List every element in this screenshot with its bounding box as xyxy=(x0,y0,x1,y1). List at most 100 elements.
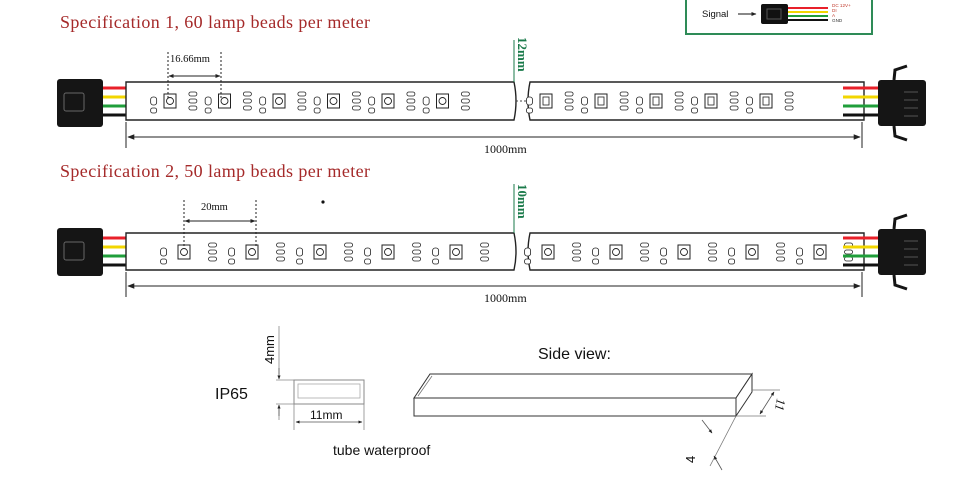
smd-resistor xyxy=(729,98,739,104)
smd-resistor xyxy=(242,105,252,111)
smd-capacitor xyxy=(526,96,533,106)
smd-capacitor xyxy=(368,96,376,106)
strip1-pitch-dimension: 16.66mm xyxy=(167,52,222,98)
led-lens xyxy=(652,96,660,106)
smd-capacitor xyxy=(592,247,599,257)
led-lens xyxy=(816,248,824,256)
smd-resistor xyxy=(564,98,574,104)
led-chip xyxy=(677,244,691,260)
strip1-led-pattern-left xyxy=(150,91,470,114)
smd-resistor xyxy=(460,98,470,104)
smd-capacitor xyxy=(691,96,698,106)
smd-capacitor xyxy=(204,107,212,114)
smd-resistor xyxy=(406,105,416,111)
led-chip xyxy=(163,93,177,109)
smd-resistor xyxy=(674,91,684,97)
smd-resistor xyxy=(460,91,470,97)
led-lens xyxy=(384,248,392,256)
smd-resistor xyxy=(406,91,416,97)
smd-resistor xyxy=(640,256,649,262)
strip2-width-label: 10mm xyxy=(515,184,530,219)
stray-dot xyxy=(321,200,325,204)
smd-resistor xyxy=(297,105,307,111)
smd-resistor xyxy=(729,91,739,97)
pin-label-1: DC 12V+ xyxy=(832,3,851,8)
smd-capacitor xyxy=(660,258,667,265)
led-chip xyxy=(436,93,449,109)
strip2-pitch-label: 20mm xyxy=(201,202,228,213)
smd-capacitor xyxy=(160,258,168,265)
led-chip xyxy=(313,244,327,260)
smd-resistor xyxy=(344,249,353,255)
smd-resistor xyxy=(844,256,853,262)
led-chip xyxy=(759,93,773,109)
led-lens xyxy=(180,248,188,256)
led-lens xyxy=(544,248,552,256)
smd-capacitor xyxy=(581,107,588,114)
smd-resistor xyxy=(640,249,649,255)
smd-resistor xyxy=(208,242,217,248)
smd-resistor xyxy=(729,105,739,111)
smd-capacitor xyxy=(432,247,440,257)
led-chip xyxy=(327,93,340,109)
ip-rating: IP65 xyxy=(215,386,248,403)
smd-resistor xyxy=(564,91,574,97)
smd-capacitor xyxy=(746,96,753,106)
smd-capacitor xyxy=(204,96,212,106)
smd-resistor xyxy=(344,256,353,262)
smd-resistor xyxy=(276,249,285,255)
smd-resistor xyxy=(619,105,629,111)
strip1-width-dimension: 12mm xyxy=(513,37,530,82)
smd-resistor xyxy=(351,105,361,111)
smd-capacitor xyxy=(150,96,158,106)
smd-capacitor xyxy=(796,258,803,265)
smd-resistor xyxy=(480,249,489,255)
smd-resistor xyxy=(674,98,684,104)
smd-capacitor xyxy=(422,107,430,114)
led-lens xyxy=(329,97,338,105)
side-view-diagram: Side view: 11 4 xyxy=(413,346,789,471)
smd-capacitor xyxy=(660,247,667,257)
side-view-thickness-label: 4 xyxy=(683,456,698,463)
side-view-title: Side view: xyxy=(538,346,611,363)
spec2-title: Specification 2, 50 lamp beads per meter xyxy=(60,161,371,181)
strip1-width-label: 12mm xyxy=(515,37,530,72)
strip2-right-connector xyxy=(843,213,926,291)
smd-resistor xyxy=(480,242,489,248)
strip2-left-connector xyxy=(57,228,128,276)
smd-resistor xyxy=(351,98,361,104)
smd-resistor xyxy=(784,98,794,104)
strip2-length-label: 1000mm xyxy=(484,291,527,305)
smd-capacitor xyxy=(296,258,304,265)
strip1-right-connector xyxy=(843,64,926,142)
smd-resistor xyxy=(276,242,285,248)
led-lens xyxy=(680,248,688,256)
smd-resistor xyxy=(776,256,785,262)
led-chip xyxy=(245,244,259,260)
cross-section-width-label: 11mm xyxy=(310,408,342,422)
smd-resistor xyxy=(784,91,794,97)
smd-capacitor xyxy=(728,247,735,257)
smd-resistor xyxy=(619,91,629,97)
smd-resistor xyxy=(640,242,649,248)
led-chip xyxy=(272,93,286,109)
led-lens xyxy=(762,96,770,106)
strip1-left-connector xyxy=(57,79,128,127)
smd-capacitor xyxy=(691,107,698,114)
smd-capacitor xyxy=(728,258,735,265)
pin-label-4: GND xyxy=(832,18,843,23)
smd-resistor xyxy=(242,91,252,97)
smd-capacitor xyxy=(524,258,531,265)
smd-resistor xyxy=(480,256,489,262)
led-lens xyxy=(748,248,756,256)
led-chip xyxy=(539,93,553,109)
led-lens xyxy=(220,97,229,105)
smd-resistor xyxy=(776,249,785,255)
smd-resistor xyxy=(208,249,217,255)
led-chip xyxy=(449,244,463,260)
smd-resistor xyxy=(412,249,421,255)
led-chip xyxy=(594,93,608,109)
smd-resistor xyxy=(188,98,198,104)
strip2-length-dimension: 1000mm xyxy=(125,272,863,305)
smd-capacitor xyxy=(581,96,588,106)
